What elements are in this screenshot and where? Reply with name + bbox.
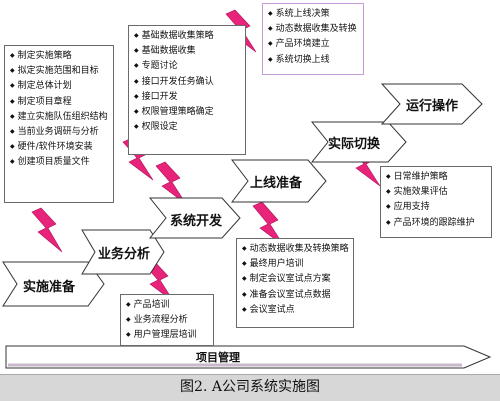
analysis-tasks-box: 产品培训 业务流程分析 用户管理层培训 — [120, 294, 214, 346]
list-item: 动态数据收集及转换 — [268, 22, 359, 37]
golive-prep-tasks-box: 动态数据收集及转换策略 最终用户培训 制定会议室试点方案 准备会议室试点数据 会… — [236, 238, 354, 328]
lightning-bolt-4 — [252, 201, 285, 247]
phase-development-label: 系统开发 — [170, 214, 223, 229]
list-item: 会议室试点 — [242, 303, 349, 318]
list-item: 日常维护策略 — [386, 170, 487, 185]
project-management-label: 项目管理 — [196, 351, 240, 364]
list-item: 制定会议室试点方案 — [242, 272, 349, 287]
phase-operation-label: 运行操作 — [406, 99, 459, 114]
lightning-bolt-3 — [155, 161, 187, 205]
list-item: 当前业务调研与分析 — [10, 125, 109, 140]
phase-arrow-prepare — [2, 261, 105, 307]
list-item: 业务流程分析 — [126, 313, 209, 328]
list-item: 硬件/软件环境安装 — [10, 140, 109, 155]
list-item: 产品培训 — [126, 298, 209, 313]
phase-golive-label: 上线准备 — [250, 176, 303, 191]
list-item: 权限管理策略确定 — [134, 105, 241, 120]
phase-arrow-analysis — [81, 229, 165, 275]
operation-tasks-box: 日常维护策略 实施效果评估 应用支持 产品环境的跟踪维护 — [380, 166, 492, 238]
list-item: 产品环境的跟踪维护 — [386, 216, 487, 231]
diagram-shapes — [2, 9, 492, 369]
lightning-bolt-1 — [31, 207, 63, 253]
project-management-arrow — [5, 345, 492, 369]
list-item: 制定实施策略 — [10, 49, 109, 64]
list-item: 系统切换上线 — [268, 53, 359, 68]
development-tasks-box: 基础数据收集策略 基础数据收集 专题讨论 接口开发任务确认 接口开发 权限管理策… — [128, 25, 246, 155]
figure-caption: 图2. A公司系统实施图 — [0, 374, 500, 401]
phase-arrow-golive — [230, 159, 327, 203]
list-item: 专题讨论 — [134, 59, 241, 74]
list-item: 实施效果评估 — [386, 185, 487, 200]
list-item: 最终用户培训 — [242, 257, 349, 272]
list-item: 接口开发 — [134, 90, 241, 105]
list-item: 系统上线决策 — [268, 7, 359, 22]
phase-analysis-label: 业务分析 — [98, 247, 151, 262]
implementation-diagram: 实施准备 业务分析 系统开发 上线准备 实际切换 运行操作 制定实施策略 拟定实… — [0, 0, 500, 374]
phase-arrow-operation — [380, 83, 483, 125]
list-item: 用户管理层培训 — [126, 328, 209, 343]
list-item: 制定总体计划 — [10, 79, 109, 94]
phase-prepare-label: 实施准备 — [23, 280, 76, 295]
list-item: 创建项目质量文件 — [10, 155, 109, 170]
list-item: 准备会议室试点数据 — [242, 288, 349, 303]
list-item: 产品环境建立 — [268, 37, 359, 52]
phase-cutover-label: 实际切换 — [328, 137, 381, 152]
list-item: 建立实施队伍组织结构 — [10, 110, 109, 125]
list-item: 基础数据收集 — [134, 44, 241, 59]
prepare-tasks-box: 制定实施策略 拟定实施范围和目标 制定总体计划 制定项目章程 建立实施队伍组织结… — [4, 45, 114, 203]
cutover-tasks-box: 系统上线决策 动态数据收集及转换 产品环境建立 系统切换上线 — [262, 3, 364, 75]
phase-arrow-development — [148, 197, 241, 239]
list-item: 基础数据收集策略 — [134, 29, 241, 44]
list-item: 制定项目章程 — [10, 95, 109, 110]
list-item: 接口开发任务确认 — [134, 75, 241, 90]
list-item: 动态数据收集及转换策略 — [242, 242, 349, 257]
list-item: 应用支持 — [386, 200, 487, 215]
list-item: 权限设定 — [134, 120, 241, 135]
list-item: 拟定实施范围和目标 — [10, 64, 109, 79]
